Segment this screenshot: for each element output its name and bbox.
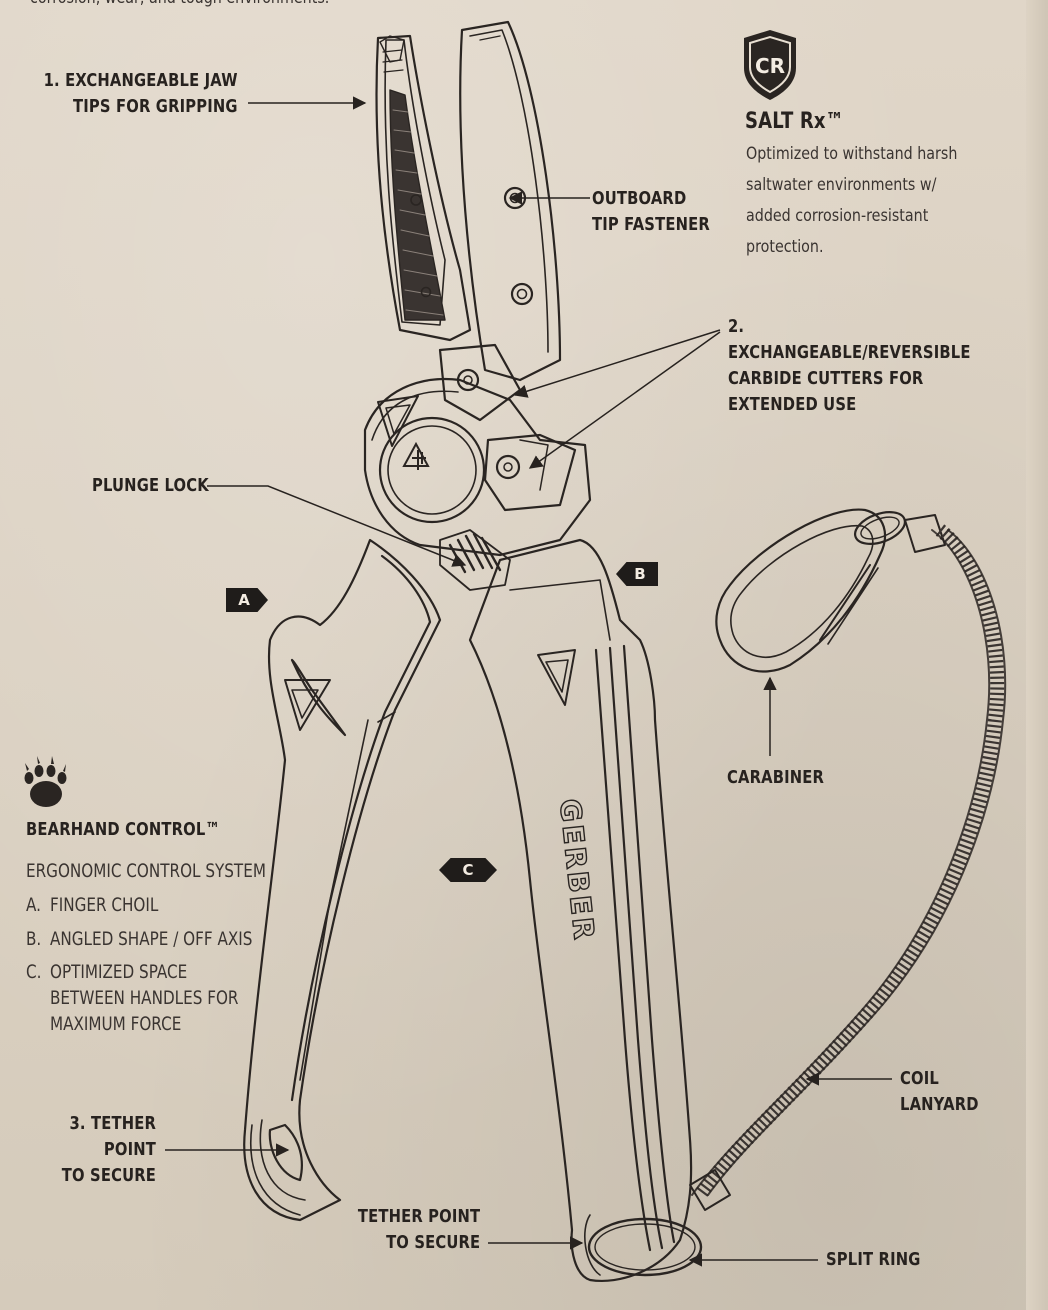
gerber-logo-icon [404,444,428,470]
callout-carbide: 2. EXCHANGEABLE/REVERSIBLE CARBIDE CUTTE… [728,314,990,418]
bearhand-a-letter: A. [26,892,41,918]
bearhand-c-text: OPTIMIZED SPACE BETWEEN HANDLES FOR MAXI… [50,959,238,1037]
carabiner-drawing [716,506,909,672]
callout-carabiner: CARABINER [727,765,824,791]
brand-mark: GERBER [553,797,601,943]
salt-description: Optimized to withstand harsh saltwater e… [746,139,957,263]
bearhand-title: BEARHAND CONTROL™ [26,817,220,843]
arrow-carbide-2 [530,332,720,468]
bearhand-a-text: FINGER CHOIL [50,892,158,918]
bear-paw-icon [25,756,67,807]
bearhand-subtitle: ERGONOMIC CONTROL SYSTEM [26,858,266,884]
callout-outboard: OUTBOARD TIP FASTENER [592,186,710,238]
callout-plunge-lock: PLUNGE LOCK [92,473,209,499]
arrow-plunge-lock [207,486,465,565]
left-handle [244,540,440,1220]
shield-badge-text: CR [755,54,785,78]
bearhand-b-text: ANGLED SHAPE / OFF AXIS [50,926,252,952]
shield-icon: CR [744,30,796,100]
pivot-body [365,379,590,590]
callout-split-ring: SPLIT RING [826,1247,921,1273]
callout-tether-bottom: TETHER POINT TO SECURE [358,1204,480,1256]
brand-text: GERBER [553,797,601,943]
salt-title: SALT Rx™ [745,108,844,136]
tag-c: C [439,858,497,882]
callout-tether-left: 3. TETHER POINT TO SECURE [28,1111,156,1189]
left-jaw [377,36,470,340]
callout-jaw-tips: 1. EXCHANGEABLE JAW TIPS FOR GRIPPING [44,68,238,120]
arrow-carbide-1 [515,330,720,395]
bearhand-c-letter: C. [26,959,41,985]
callout-coil-lanyard: COIL LANYARD [900,1066,979,1118]
right-jaw [460,22,560,380]
bearhand-b-letter: B. [26,926,41,952]
